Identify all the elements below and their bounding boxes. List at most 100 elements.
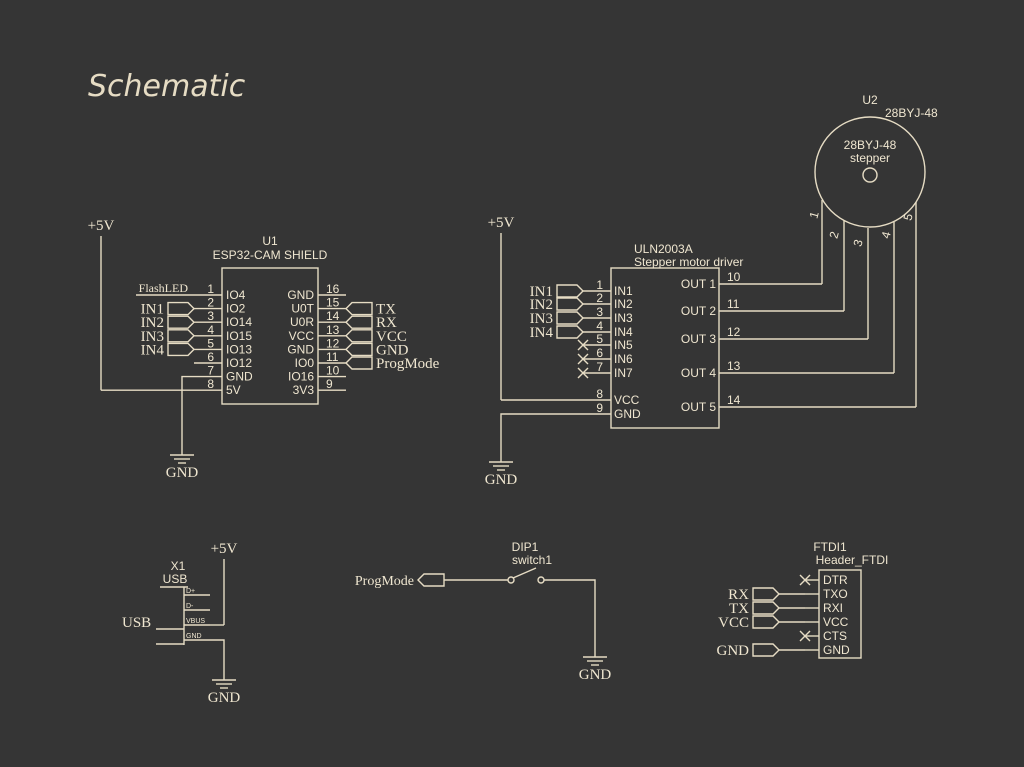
net-flag: IN2 [141, 315, 195, 331]
power-label-5v: +5V [88, 218, 115, 234]
net-flag: IN2 [530, 297, 584, 313]
net-flag: VCC [345, 329, 407, 345]
u1-pin-name: 3V3 [293, 383, 315, 397]
u1-pin-number: 10 [326, 364, 340, 378]
switch-lever [512, 567, 537, 579]
uln-pin-number: 9 [596, 401, 603, 415]
net-flag-shape [345, 301, 373, 316]
u2-motor-body [814, 116, 926, 228]
u1-pin-number: 5 [207, 336, 214, 350]
wire-gnd [181, 375, 194, 455]
ftdi-pin-name: RXI [823, 601, 843, 615]
x1-side-label: USB [122, 615, 151, 631]
u1-pin-number: 1 [207, 282, 214, 296]
uln-pin-number: 4 [596, 319, 603, 333]
switch-contact [507, 576, 515, 584]
uln-pin-name: OUT 4 [681, 366, 716, 380]
u1-pin-name: U0T [291, 302, 314, 316]
ground-symbol: GND [579, 656, 611, 683]
ground-symbol: GND [485, 461, 518, 488]
no-connect-stroke [577, 353, 589, 365]
uln-pin-number: 12 [727, 325, 741, 339]
ftdi-pin-name: GND [823, 643, 850, 657]
uln-pin-name: OUT 2 [681, 304, 716, 318]
net-flag: IN4 [141, 342, 195, 358]
ftdi-ref: FTDI1 [813, 540, 847, 554]
u2-pin-number: 3 [851, 238, 866, 248]
net-flag-label: GND [717, 643, 750, 659]
net-flag: IN1 [141, 301, 195, 318]
uln-pin-number: 11 [727, 297, 740, 311]
uln-description: Stepper motor driver [634, 255, 743, 269]
net-flag-label: VCC [376, 329, 407, 345]
uln-pin-name: IN2 [614, 297, 633, 311]
u1-pin-name: IO14 [226, 315, 252, 329]
page-title: Schematic [88, 69, 246, 104]
net-flag-shape [345, 342, 373, 357]
u1-pin-name: GND [287, 288, 314, 302]
net-flag-shape [345, 356, 373, 370]
u1-pin-name: 5V [226, 383, 241, 397]
uln-pin-name: OUT 3 [681, 332, 716, 346]
net-flag-shape [167, 301, 195, 316]
uln-pin-name: IN3 [614, 311, 633, 325]
net-flag-label: ProgMode [376, 356, 440, 372]
power-label-5v: +5V [488, 215, 515, 231]
net-flag: RX [728, 587, 780, 603]
u1-value: ESP32-CAM SHIELD [213, 248, 328, 262]
dip1-net-label: ProgMode [355, 574, 414, 589]
u1-ref: U1 [262, 234, 278, 248]
net-flag [417, 573, 445, 587]
x1-ref: X1 [171, 559, 186, 573]
u1-pin-name: IO2 [226, 302, 246, 316]
switch-contact [537, 576, 545, 584]
dip1-value: switch1 [512, 553, 552, 567]
ftdi-pin-name: VCC [823, 615, 849, 629]
net-flag-label: IN3 [141, 329, 164, 345]
u1-pin-number: 8 [207, 377, 214, 391]
net-flag: VCC [718, 615, 780, 631]
u1-pin-name: IO16 [288, 370, 314, 384]
net-flag-shape [752, 615, 780, 629]
ground-label: GND [208, 690, 241, 706]
dip1-ref: DIP1 [512, 540, 539, 554]
uln-pin-number: 7 [596, 360, 603, 374]
u1-pin-number: 13 [326, 323, 340, 337]
ground-symbol: GND [208, 679, 241, 706]
ground-symbol: GND [166, 454, 199, 481]
ground-label: GND [166, 465, 199, 481]
u1-pin-number: 6 [207, 350, 214, 364]
net-flag-label: IN3 [530, 311, 553, 327]
net-flag-label: IN4 [141, 342, 165, 358]
x1-pin-name: GND [186, 633, 202, 640]
uln-pin-name: IN5 [614, 338, 633, 352]
uln-pin-number: 8 [596, 387, 603, 401]
ground-label: GND [485, 472, 518, 488]
u1-pin-name: VCC [289, 329, 315, 343]
ftdi-pin-name: CTS [823, 629, 847, 643]
no-connect-mark [799, 574, 811, 586]
u2-pin-number: 2 [827, 230, 842, 240]
u1-pin-name: IO12 [226, 356, 252, 370]
net-flag: IN3 [530, 311, 584, 327]
net-flag: IN4 [530, 325, 584, 341]
u2-pin-number: 5 [901, 212, 916, 222]
uln-pin-number: 14 [727, 393, 741, 407]
u1-pin-name: U0R [290, 315, 314, 329]
uln-pin-number: 2 [596, 291, 603, 305]
uln-pin-name: OUT 5 [681, 400, 716, 414]
net-flag-label: TX [376, 302, 396, 318]
u2-value: 28BYJ-48 [885, 106, 938, 120]
power-label-5v: +5V [211, 541, 238, 557]
u1-pin-number: 3 [207, 309, 214, 323]
uln-pin-number: 5 [596, 332, 603, 346]
uln-pin-name: IN6 [614, 352, 633, 366]
no-connect-mark [577, 353, 589, 365]
u2-body-line1: 28BYJ-48 [844, 138, 897, 152]
u1-pin-number: 14 [326, 309, 340, 323]
net-flag-label: GND [376, 342, 409, 358]
u1-pin-number: 15 [326, 296, 340, 310]
